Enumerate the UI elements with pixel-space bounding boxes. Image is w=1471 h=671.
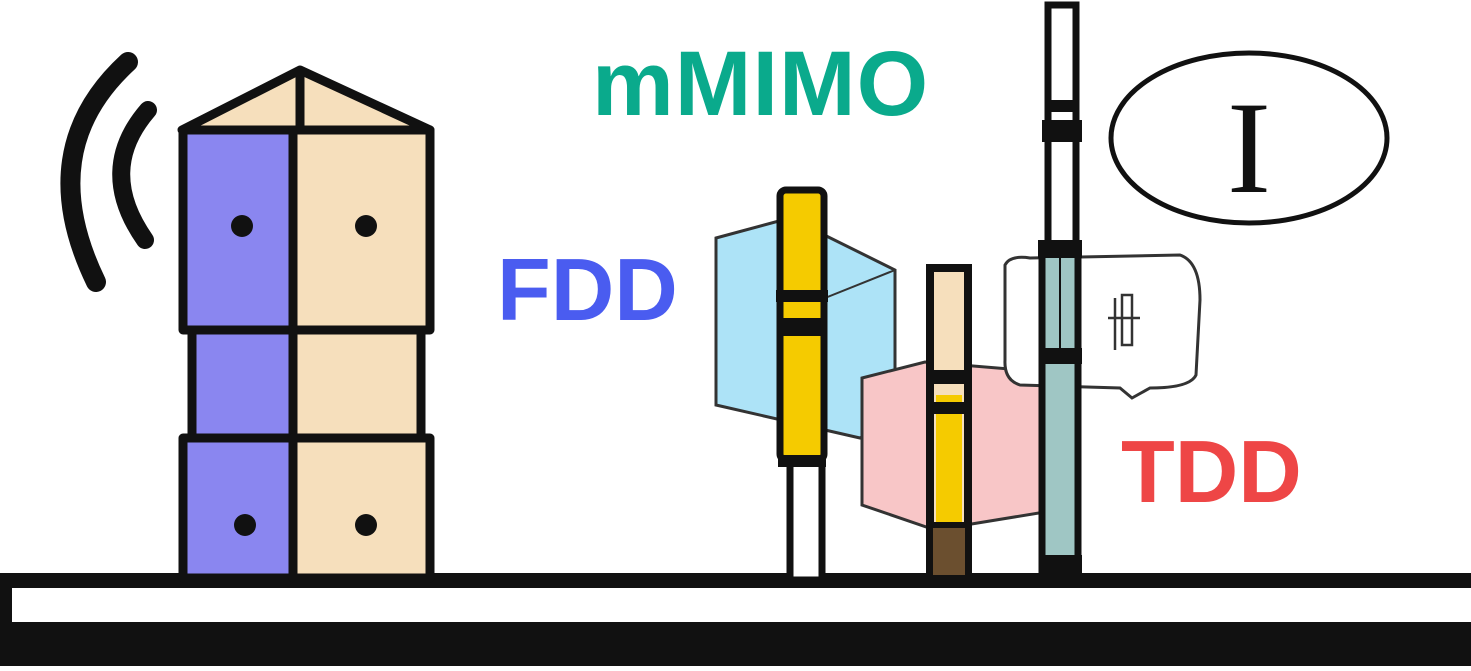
fdd-label: FDD xyxy=(497,240,678,339)
mmimo-label: mMIMO xyxy=(592,33,930,135)
ground-base xyxy=(0,573,1471,666)
speech-bubble-icon xyxy=(1003,253,1202,400)
tdd-label: TDD xyxy=(1121,422,1302,521)
wireless-signal-icon xyxy=(60,52,157,292)
mmimo-mast xyxy=(1038,1,1082,579)
tdd-pole xyxy=(926,264,972,582)
bubble-ellipse: I xyxy=(1108,50,1390,226)
bubble-letter: I xyxy=(1227,74,1271,221)
fdd-pole xyxy=(776,186,828,584)
base-station-tower-icon xyxy=(177,65,435,583)
